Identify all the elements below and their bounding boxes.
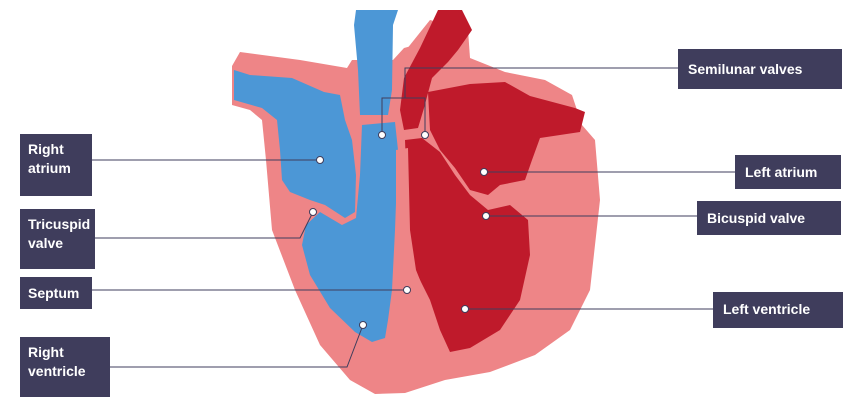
label-left-atrium: Left atrium (735, 155, 841, 189)
label-semilunar-valves: Semilunar valves (678, 49, 842, 89)
point-semilunar-left (379, 132, 386, 139)
label-left-ventricle: Left ventricle (713, 292, 843, 328)
label-right-ventricle: Right ventricle (20, 337, 110, 397)
label-septum: Septum (20, 277, 92, 309)
point-septum (404, 287, 411, 294)
point-left-ventricle (462, 306, 469, 313)
point-semilunar-right (422, 132, 429, 139)
point-left-atrium (481, 169, 488, 176)
label-tricuspid-valve: Tricuspid valve (20, 209, 95, 269)
label-bicuspid-valve: Bicuspid valve (697, 201, 841, 235)
point-right-ventricle (360, 322, 367, 329)
point-tricuspid-valve (310, 209, 317, 216)
point-bicuspid-valve (483, 213, 490, 220)
label-right-atrium: Right atrium (20, 134, 92, 196)
point-right-atrium (317, 157, 324, 164)
